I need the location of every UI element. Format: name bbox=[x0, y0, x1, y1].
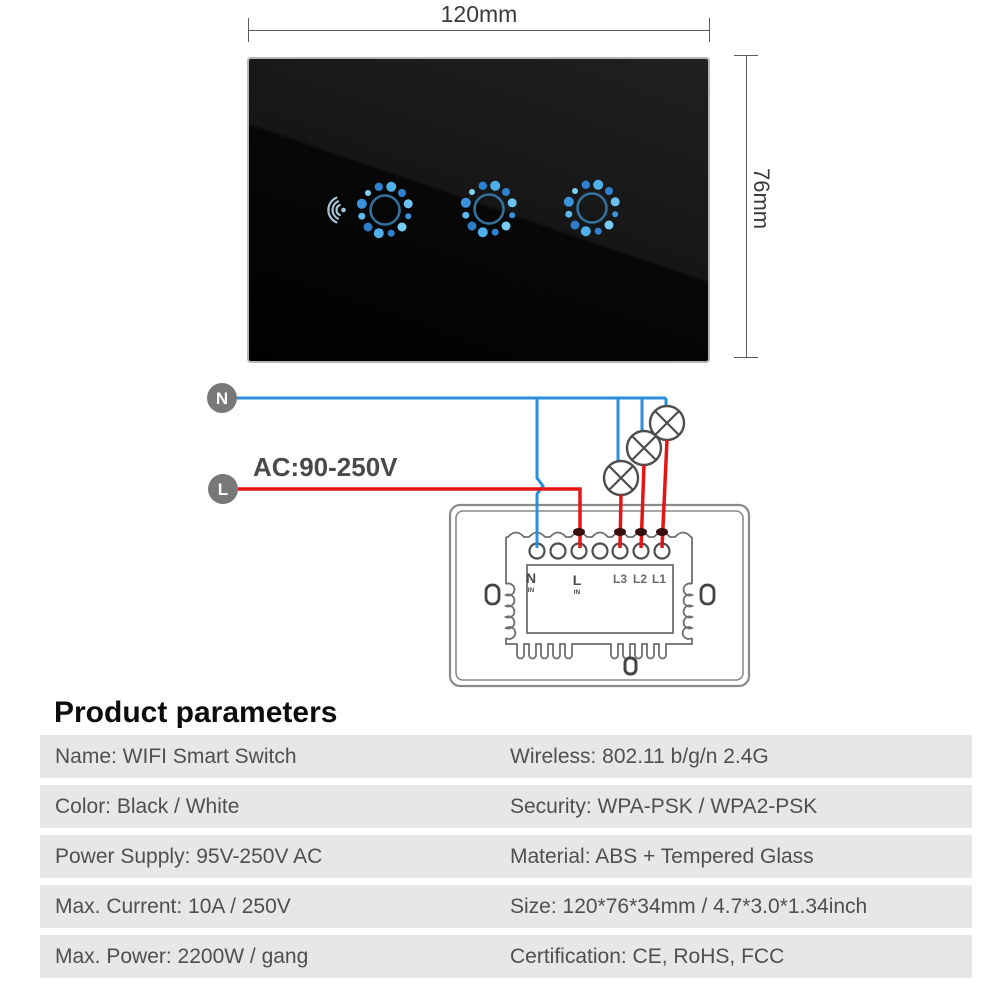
touch-dot bbox=[563, 196, 574, 207]
touch-dot bbox=[403, 199, 413, 209]
parameters-title: Product parameters bbox=[54, 696, 338, 729]
ac-voltage-label: AC:90-250V bbox=[253, 452, 398, 482]
width-dimension-tick-right bbox=[709, 18, 710, 42]
touch-dot bbox=[397, 222, 407, 232]
lamp-icon bbox=[625, 429, 663, 467]
touch-dot bbox=[570, 220, 580, 230]
wire-clamps bbox=[573, 528, 668, 536]
touch-dot bbox=[612, 211, 619, 218]
parameter-row: Power Supply: 95V-250V AC Material: ABS +… bbox=[40, 835, 972, 878]
touch-dot bbox=[581, 180, 590, 189]
touch-dot bbox=[491, 228, 499, 236]
touch-dot bbox=[507, 198, 517, 208]
touch-dot bbox=[605, 187, 613, 195]
touch-dot bbox=[593, 179, 604, 190]
parameter-right-cell: Security: WPA-PSK / WPA2-PSK bbox=[510, 795, 818, 818]
lamp-icon bbox=[602, 459, 640, 497]
touch-dot bbox=[373, 228, 384, 239]
touch-dot bbox=[565, 210, 573, 218]
glass-touch-panel bbox=[247, 57, 710, 363]
wifi-icon bbox=[327, 196, 346, 224]
parameters-table: Name: WIFI Smart Switch Wireless: 802.11 … bbox=[40, 735, 972, 985]
touch-dot bbox=[405, 213, 412, 220]
touch-dot bbox=[610, 197, 620, 207]
touch-dot bbox=[462, 211, 470, 219]
touch-ring-icon[interactable] bbox=[563, 179, 620, 237]
touch-dot bbox=[580, 226, 591, 237]
touch-dot bbox=[460, 197, 471, 208]
svg-text:IN: IN bbox=[574, 589, 581, 596]
lamp-icon bbox=[648, 404, 686, 442]
touch-dot bbox=[365, 190, 371, 196]
svg-text:IN: IN bbox=[528, 587, 535, 594]
touch-ring-icon[interactable] bbox=[460, 180, 517, 238]
touch-ring-outline bbox=[473, 193, 505, 225]
touch-dot bbox=[572, 188, 578, 194]
touch-ring-outline bbox=[369, 194, 401, 226]
parameter-left-cell: Name: WIFI Smart Switch bbox=[55, 745, 297, 768]
width-dimension-label: 120mm bbox=[440, 1, 518, 27]
width-dimension-line bbox=[248, 30, 710, 31]
touch-dot bbox=[604, 220, 614, 230]
touch-dot bbox=[467, 221, 477, 231]
touch-dot bbox=[469, 189, 475, 195]
parameter-left-cell: Max. Power: 2200W / gang bbox=[55, 945, 309, 968]
svg-text:L2: L2 bbox=[633, 572, 647, 586]
wiring-diagram: N IN L IN L3 L2 L1 bbox=[207, 383, 751, 688]
parameter-left-cell: Power Supply: 95V-250V AC bbox=[55, 845, 323, 868]
touch-dot bbox=[478, 181, 487, 190]
svg-text:L1: L1 bbox=[652, 572, 666, 586]
touch-dot bbox=[398, 189, 406, 197]
touch-dot bbox=[374, 182, 383, 191]
touch-dot bbox=[594, 227, 602, 235]
parameter-right-cell: Material: ABS + Tempered Glass bbox=[510, 845, 814, 868]
touch-dot bbox=[387, 229, 395, 237]
parameter-left-cell: Color: Black / White bbox=[55, 795, 240, 818]
svg-text:L3: L3 bbox=[613, 572, 627, 586]
touch-dot bbox=[509, 212, 516, 219]
height-dimension-tick-top bbox=[734, 55, 758, 56]
touch-dot bbox=[502, 188, 510, 196]
height-dimension-label: 76mm bbox=[749, 168, 774, 230]
neutral-badge: N bbox=[207, 383, 237, 413]
parameter-row: Name: WIFI Smart Switch Wireless: 802.11 … bbox=[40, 735, 972, 778]
height-dimension-line bbox=[746, 55, 747, 358]
touch-ring-outline bbox=[576, 192, 608, 224]
svg-text:N: N bbox=[526, 570, 536, 586]
parameter-row: Max. Current: 10A / 250V Size: 120*76*34m… bbox=[40, 885, 972, 928]
touch-dot bbox=[501, 221, 511, 231]
screw-slots bbox=[484, 583, 716, 676]
touch-ring-icon[interactable] bbox=[356, 181, 413, 239]
terminal-labels: N IN L IN L3 L2 L1 bbox=[526, 570, 666, 596]
svg-text:L: L bbox=[573, 572, 582, 588]
touch-dot bbox=[356, 198, 367, 209]
touch-dot bbox=[363, 222, 373, 232]
parameter-right-cell: Certification: CE, RoHS, FCC bbox=[510, 945, 785, 968]
svg-text:L: L bbox=[218, 480, 228, 499]
svg-text:N: N bbox=[216, 389, 228, 408]
touch-dot bbox=[477, 227, 488, 238]
neutral-wires bbox=[237, 396, 668, 548]
live-badge: L bbox=[208, 474, 238, 504]
touch-dot bbox=[386, 181, 397, 192]
parameter-left-cell: Max. Current: 10A / 250V bbox=[55, 895, 291, 918]
touch-dot bbox=[490, 180, 501, 191]
parameter-row: Max. Power: 2200W / gang Certification: C… bbox=[40, 935, 972, 978]
parameter-right-cell: Wireless: 802.11 b/g/n 2.4G bbox=[510, 745, 769, 768]
parameter-row: Color: Black / White Security: WPA-PSK / … bbox=[40, 785, 972, 828]
lamp-icons bbox=[602, 404, 686, 497]
touch-dot bbox=[358, 212, 366, 220]
panel-graphics bbox=[327, 179, 620, 239]
width-dimension-tick-left bbox=[248, 18, 249, 42]
height-dimension-tick-bottom bbox=[734, 357, 758, 358]
parameter-right-cell: Size: 120*76*34mm / 4.7*3.0*1.34inch bbox=[510, 895, 868, 918]
